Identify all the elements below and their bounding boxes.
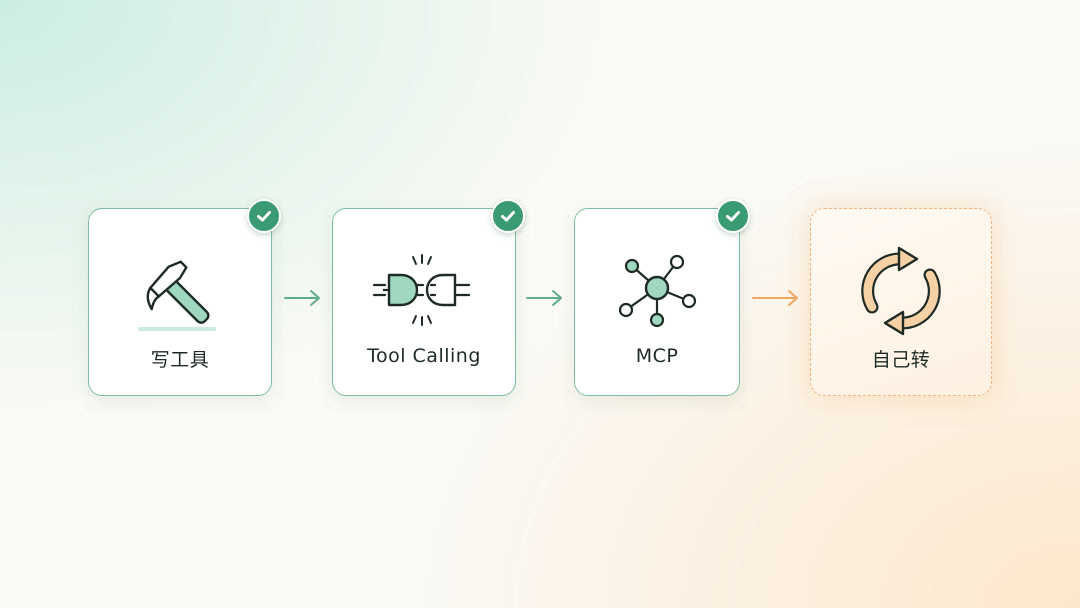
step-label: Tool Calling [367,345,481,367]
check-icon [247,199,281,233]
step-card-tool-calling: Tool Calling [332,199,525,396]
flow-arrow [526,288,564,312]
plug-connect-icon [333,245,515,337]
step-card-self-run: 自己转 [810,208,992,396]
flow-arrow-pending [752,288,800,312]
hammer-icon [89,245,271,337]
step-card-write-tools: 写工具 [88,199,281,396]
check-icon [491,199,525,233]
step-card-mcp: MCP [574,199,750,396]
check-icon [716,199,750,233]
network-hub-icon [575,245,739,337]
step-label: 自己转 [871,349,931,371]
cycle-arrows-icon [811,245,991,337]
step-label: 写工具 [150,349,210,371]
step-label: MCP [635,345,679,367]
flow-arrow [284,288,322,312]
